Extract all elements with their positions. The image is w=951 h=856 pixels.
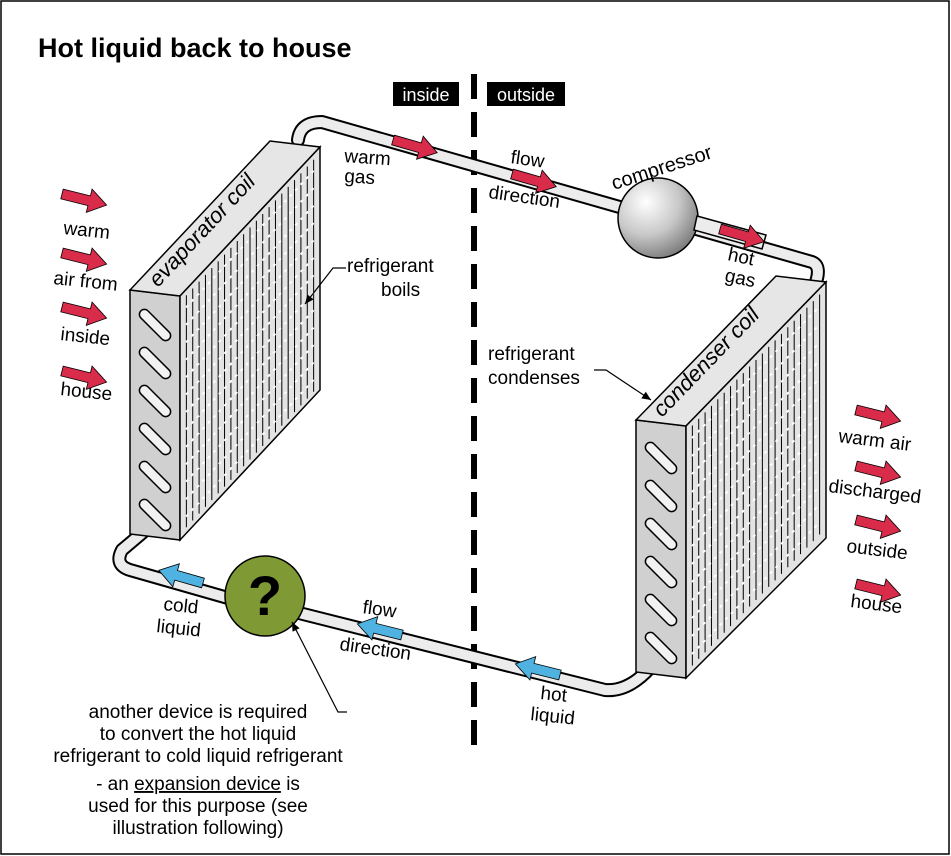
warm-air-in-label-4: house bbox=[59, 379, 113, 405]
outside-tag-bg bbox=[487, 82, 565, 106]
device-note-2: to convert the hot liquid bbox=[100, 724, 296, 745]
coil-tube-row bbox=[691, 395, 821, 529]
warm-air-in-label-2: air from bbox=[52, 268, 118, 296]
device-leader bbox=[291, 621, 347, 713]
flow-top-label-1: flow bbox=[509, 147, 546, 173]
refrigerant-pipes bbox=[112, 115, 825, 698]
cold-liquid-label-1: cold bbox=[162, 594, 199, 619]
cold-liquid-label-2: liquid bbox=[155, 616, 201, 642]
coil-tube-row bbox=[691, 323, 821, 457]
warm-air-out-label-3: outside bbox=[845, 536, 908, 564]
expansion-device-term: expansion device bbox=[134, 774, 281, 795]
inside-tag: inside bbox=[402, 85, 449, 105]
air-in-arrow-4 bbox=[60, 365, 108, 391]
air-in-arrow-1 bbox=[60, 188, 108, 214]
coil-tube-row bbox=[691, 305, 821, 439]
warm-gas-arrow bbox=[391, 134, 438, 160]
hot-liquid-label-1: hot bbox=[539, 683, 568, 707]
device-note-3: refrigerant to cold liquid refrigerant bbox=[53, 746, 343, 767]
expansion-suffix: is bbox=[281, 774, 300, 795]
warm-gas-label-2: gas bbox=[344, 166, 376, 189]
device-note-1: another device is required bbox=[89, 702, 308, 723]
question-mark-icon: ? bbox=[248, 564, 282, 627]
warm-air-out-label-1: warm air bbox=[836, 426, 913, 456]
flow-direction-arrow-top bbox=[510, 168, 557, 194]
air-out-arrow-2 bbox=[854, 460, 902, 486]
air-out-arrow-3 bbox=[854, 514, 902, 540]
coil-tube-row bbox=[691, 503, 821, 637]
coil-side-slot bbox=[644, 631, 678, 665]
coil-tube-row bbox=[691, 341, 821, 475]
boils-leader bbox=[304, 267, 346, 305]
expansion-note-3: illustration following) bbox=[112, 818, 283, 839]
evaporator-coil bbox=[128, 140, 322, 542]
coil-tube-row bbox=[691, 467, 821, 601]
expansion-note-2: used for this purpose (see bbox=[88, 796, 308, 817]
air-in-arrow-2 bbox=[60, 247, 108, 273]
coil-side-slot bbox=[138, 460, 172, 494]
warm-air-out-label-2: discharged bbox=[827, 476, 922, 508]
hot-gas-label-2: gas bbox=[723, 265, 757, 292]
coil-tube-row bbox=[691, 521, 821, 655]
air-out-arrow-1 bbox=[854, 404, 902, 430]
refrigerant-boils-label-2: boils bbox=[381, 280, 420, 301]
coil-tube-row bbox=[691, 359, 821, 493]
condenses-leader bbox=[594, 369, 652, 401]
coil-side-slot bbox=[138, 308, 172, 342]
condenser-coil bbox=[634, 275, 828, 680]
coil-tube-row bbox=[691, 413, 821, 547]
coil-side-slot bbox=[138, 346, 172, 380]
coil-side-slot bbox=[138, 498, 172, 532]
diagram-title: Hot liquid back to house bbox=[38, 33, 352, 63]
hot-flow-arrows bbox=[60, 134, 902, 604]
unknown-device-valve bbox=[224, 555, 306, 637]
warm-air-in-label-3: inside bbox=[59, 324, 111, 350]
refrigerant-condenses-label-2: condenses bbox=[488, 368, 580, 389]
leader-lines bbox=[291, 267, 652, 713]
coil-side-slot bbox=[138, 422, 172, 456]
coil-side-slot bbox=[644, 593, 678, 627]
expansion-prefix: - an bbox=[96, 774, 134, 795]
cold-liquid-arrow bbox=[158, 563, 205, 589]
warm-gas-label-1: warm bbox=[343, 146, 392, 170]
flow-bottom-label-1: flow bbox=[361, 597, 398, 623]
coil-side-slot bbox=[644, 517, 678, 551]
hot-liquid-arrow bbox=[514, 655, 562, 681]
coil-tube-row bbox=[691, 485, 821, 619]
coil-tube-row bbox=[691, 431, 821, 565]
coil-side-slot bbox=[644, 555, 678, 589]
coil-tube-row bbox=[691, 377, 821, 511]
air-out-arrow-4 bbox=[854, 578, 902, 604]
refrigerant-condenses-label-1: refrigerant bbox=[488, 344, 575, 365]
coil-side-slot bbox=[644, 441, 678, 475]
cold-flow-arrows bbox=[158, 563, 562, 681]
coil-side-slot bbox=[644, 479, 678, 513]
flow-direction-arrow-bottom bbox=[356, 615, 404, 641]
refrigerant-boils-label-1: refrigerant bbox=[347, 256, 434, 277]
coil-tube-row bbox=[691, 449, 821, 583]
outside-tag: outside bbox=[497, 85, 555, 105]
air-in-arrow-3 bbox=[60, 301, 108, 327]
hot-gas-arrow bbox=[718, 223, 765, 249]
inside-tag-bg bbox=[393, 82, 459, 106]
coil-side-slot bbox=[138, 384, 172, 418]
warm-air-in-label-1: warm bbox=[61, 218, 110, 244]
expansion-note-1: - an expansion device is bbox=[96, 774, 300, 795]
hot-liquid-label-2: liquid bbox=[529, 704, 575, 730]
